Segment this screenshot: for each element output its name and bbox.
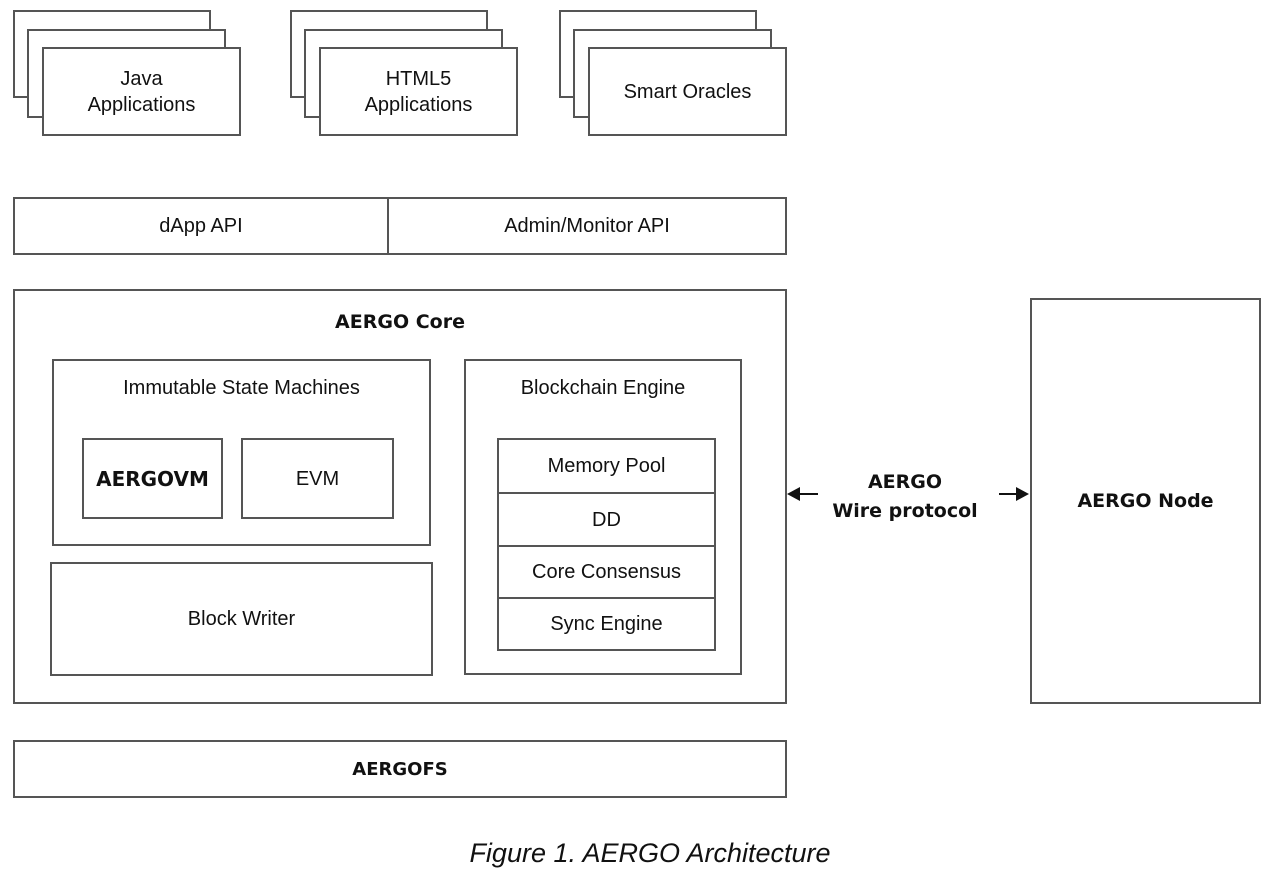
dapp-api-label: dApp API	[159, 215, 243, 237]
java-applications-box: Java Applications	[42, 47, 241, 136]
wire-protocol-line2: Wire protocol	[832, 500, 978, 522]
memory-pool-row: Memory Pool	[499, 440, 714, 493]
engine-components-stack: Memory Pool DD Core Consensus Sync Engin…	[497, 438, 716, 651]
app-label-line: HTML5	[385, 67, 452, 90]
evm-label: EVM	[295, 467, 340, 490]
admin-monitor-api-label: Admin/Monitor API	[504, 215, 670, 237]
aergofs-label: AERGOFS	[352, 758, 448, 780]
aergofs-box: AERGOFS	[13, 740, 787, 798]
memory-pool-label: Memory Pool	[547, 455, 666, 477]
core-consensus-label: Core Consensus	[532, 561, 681, 583]
aergovm-box: AERGOVM	[82, 438, 223, 519]
app-label-line: Applications	[364, 93, 473, 116]
admin-monitor-api-box: Admin/Monitor API	[389, 199, 785, 253]
dd-label: DD	[592, 508, 621, 531]
wire-protocol-label: AERGO Wire protocol	[820, 468, 990, 526]
app-label-line: Applications	[87, 93, 196, 116]
wire-protocol-line1: AERGO	[867, 471, 943, 493]
aergovm-label: AERGOVM	[96, 466, 209, 491]
app-label-line: Java	[120, 67, 163, 90]
api-layer: dApp API Admin/Monitor API	[13, 197, 787, 255]
arrow-right-icon	[999, 487, 1029, 501]
aergo-node-box: AERGO Node	[1030, 298, 1261, 704]
block-writer-label: Block Writer	[187, 608, 296, 630]
figure-caption: Figure 1. AERGO Architecture	[469, 838, 831, 868]
arrow-left-icon	[787, 487, 818, 501]
aergo-core-title: AERGO Core	[335, 311, 465, 333]
app-label-line: Smart Oracles	[623, 80, 752, 103]
dapp-api-box: dApp API	[15, 199, 389, 253]
smart-oracles-box: Smart Oracles	[588, 47, 787, 136]
block-writer-box: Block Writer	[50, 562, 433, 676]
aergo-node-label: AERGO Node	[1077, 490, 1214, 512]
evm-box: EVM	[241, 438, 394, 519]
sync-engine-label: Sync Engine	[550, 612, 663, 635]
state-machines-title: Immutable State Machines	[123, 377, 360, 399]
blockchain-engine-title: Blockchain Engine	[520, 377, 686, 399]
core-consensus-row: Core Consensus	[499, 545, 714, 598]
html5-applications-box: HTML5 Applications	[319, 47, 518, 136]
dd-row: DD	[499, 492, 714, 546]
sync-engine-row: Sync Engine	[499, 597, 714, 649]
